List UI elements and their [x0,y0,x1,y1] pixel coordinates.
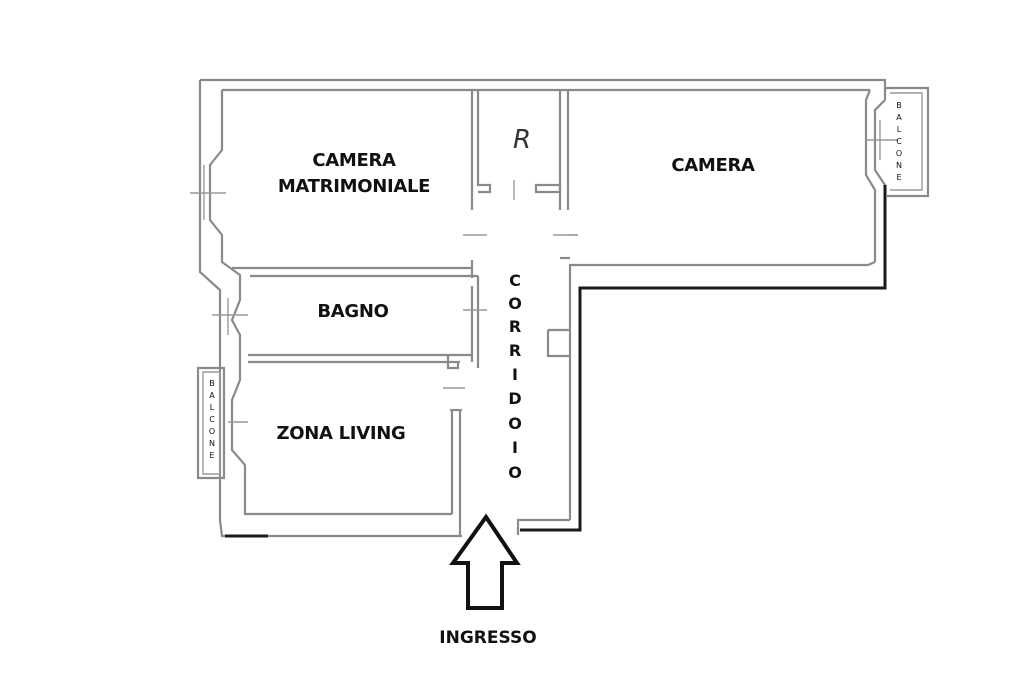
room-label-camera: CAMERA [671,155,755,176]
balcony-right [886,86,930,198]
balcony-letter: N [896,161,902,170]
corridor-letter: I [512,365,518,384]
balcony-letter: B [896,101,902,110]
balcony-letter: O [209,427,215,436]
ripostiglio-symbol: R [513,125,531,155]
corridor-letter: O [508,463,522,482]
balcony-letter: L [897,125,902,134]
corridor-letter: D [508,389,521,408]
corridor-letter: O [508,414,522,433]
interior-walls [232,90,578,536]
corridor-letter: I [512,438,518,457]
balcony-left [196,366,226,480]
corridor-letter: O [508,294,522,313]
balcony-letter: N [209,439,215,448]
room-label-camera-matrimoniale-2: MATRIMONIALE [278,176,430,197]
balcony-right-label: B A L C O N E [896,101,902,182]
corridor-letter: C [509,271,521,290]
corridor-letter: R [509,317,521,336]
corridor-label: C O R R I D O I O [508,271,522,482]
room-label-camera-matrimoniale-1: CAMERA [312,150,396,171]
room-label-bagno: BAGNO [317,301,388,322]
entrance-label: INGRESSO [439,628,536,648]
outer-walls [198,78,887,538]
window-marks [190,120,898,423]
corridor-letter: R [509,341,521,360]
entrance-arrow-icon [449,513,521,610]
balcony-letter: C [896,137,902,146]
balcony-letter: L [210,403,215,412]
balcony-letter: E [209,451,214,460]
balcony-left-label: B A L C O N E [209,379,215,460]
balcony-letter: A [896,113,902,122]
balcony-letter: O [896,149,902,158]
balcony-letter: C [209,415,215,424]
room-label-zona-living: ZONA LIVING [277,423,406,444]
balcony-letter: A [209,391,215,400]
balcony-letter: B [209,379,215,388]
balcony-letter: E [896,173,901,182]
